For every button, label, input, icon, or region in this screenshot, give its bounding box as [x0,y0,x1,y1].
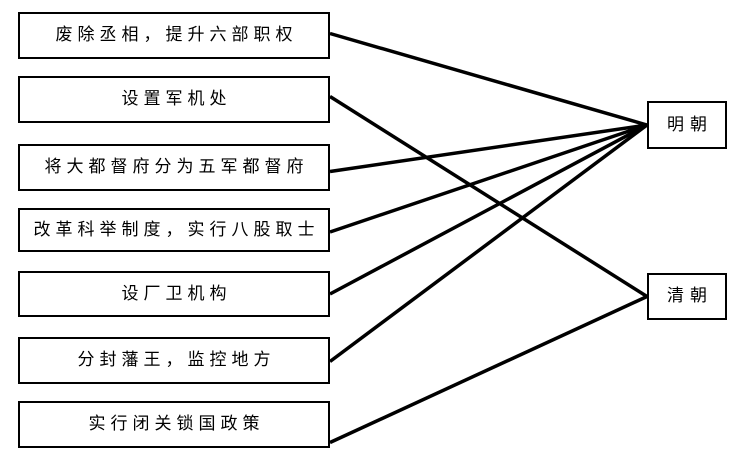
policy-box-abolish-chancellor: 废除丞相，提升六部职权 [18,12,330,59]
connector-line [329,294,648,445]
policy-label: 分封藩王，监控地方 [77,350,276,370]
policy-box-factory-guards: 设厂卫机构 [18,271,330,317]
policy-label: 实行闭关锁国政策 [88,414,265,434]
dynasty-label: 明朝 [667,114,713,135]
policy-box-grand-council: 设置军机处 [18,76,330,123]
policy-label: 将大都督府分为五军都督府 [44,157,309,177]
policy-label: 设置军机处 [121,89,232,109]
policy-box-eight-legged-essay: 改革科举制度，实行八股取士 [18,208,330,252]
policy-label: 废除丞相，提升六部职权 [55,25,298,45]
policy-box-closed-door: 实行闭关锁国政策 [18,401,330,448]
connector-line [329,123,648,296]
connector-line [329,123,648,234]
policy-label: 改革科举制度，实行八股取士 [33,219,320,240]
policy-box-five-military-commands: 将大都督府分为五军都督府 [18,144,330,191]
dynasty-box-qing: 清朝 [647,273,727,320]
connector-line [329,95,648,298]
policy-label: 设厂卫机构 [121,283,232,304]
dynasty-box-ming: 明朝 [647,101,727,149]
policy-box-enfeoff-princes: 分封藩王，监控地方 [18,337,330,384]
dynasty-label: 清朝 [667,286,713,306]
connector-line [328,123,649,363]
connector-line [329,31,648,127]
connector-line [329,123,648,174]
